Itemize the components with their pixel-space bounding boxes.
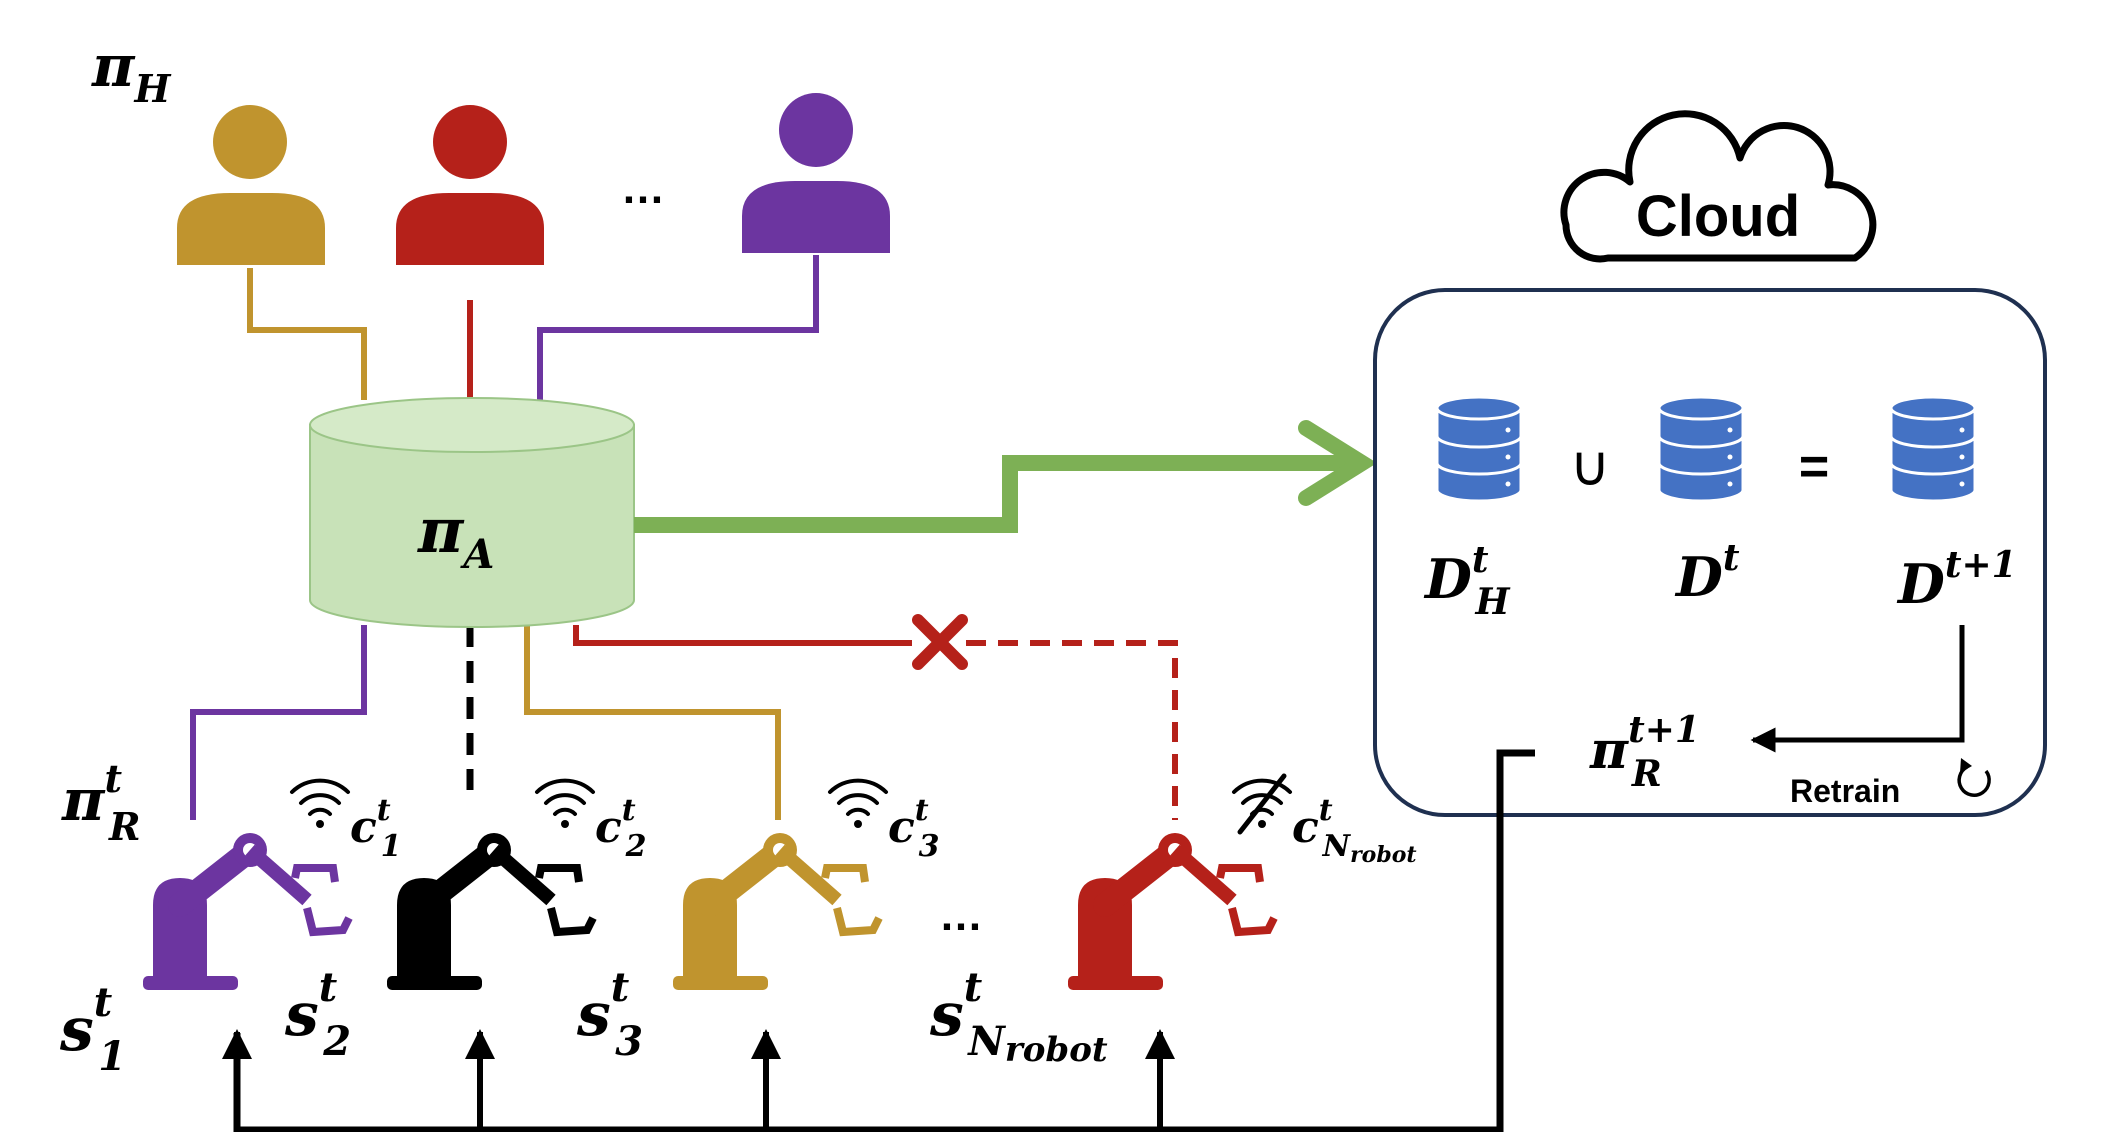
label-pi-a: πA [417,494,494,578]
aggregator-database-cylinder [309,397,635,628]
humans-ellipsis: … [621,164,665,213]
robot-arm-icon [1068,833,1278,990]
robot-arm-icon [143,833,353,990]
link-human-purple [537,255,819,400]
disconnected-x-icon [912,614,968,670]
dataset-human-database-icon [1435,395,1523,503]
link-robot-gold [524,625,781,820]
wifi-icon [828,778,888,828]
link-human-gold [247,268,367,400]
link-robot-red-solid [573,625,912,646]
cloud-icon [1560,110,1877,263]
human-operator-purple [742,93,890,253]
wifi-icon [535,778,595,828]
upload-arrow [634,455,1360,533]
retrain-label: Retrain [1790,773,1900,809]
link-robot-purple [190,625,367,820]
wifi-icon [290,778,350,828]
robot-arm-gold [673,833,883,990]
cloud-label: Cloud [1636,184,1800,249]
label-d-t: Dt [1674,537,1740,609]
robots-ellipsis: … [939,891,983,940]
label-d-next: Dt+1 [1896,544,2017,616]
robot-arm-purple [143,833,353,990]
union-symbol: ∪ [1570,434,1611,499]
retrain-arrow [1750,625,1965,753]
dataset-current-database-icon [1657,395,1745,503]
human-operator-gold [177,105,325,265]
link-robot-red-dashed [966,640,1178,820]
refresh-icon [1957,758,1991,797]
upload-arrow-head [1298,420,1378,506]
equals-symbol: = [1799,438,1829,496]
wifi-off-icon [1232,773,1292,835]
label-pi-h: πH [91,32,171,111]
dataset-next-database-icon [1889,395,1977,503]
robot-arm-red [1068,833,1278,990]
cloud-panel [1373,288,2047,817]
robot-arm-black [387,833,597,990]
robot-arm-icon [673,833,883,990]
human-operator-red [396,105,544,265]
robot-arm-icon [387,833,597,990]
